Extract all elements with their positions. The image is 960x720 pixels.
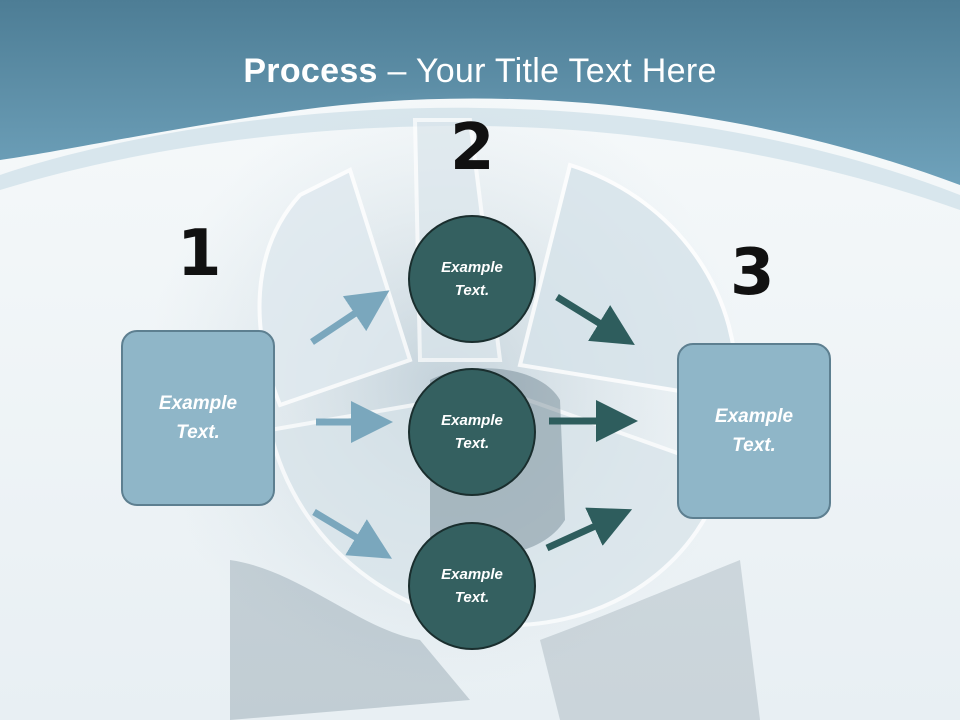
circle-bottom: Example Text. <box>408 522 536 650</box>
circle-top-line1: Example <box>441 259 503 276</box>
step-number-2: 2 <box>450 111 495 185</box>
right-box-line2: Text. <box>732 435 776 456</box>
step-number-1: 1 <box>177 217 222 291</box>
left-box-line2: Text. <box>176 422 220 443</box>
arrow-top-to-right <box>555 294 635 346</box>
circle-middle-line1: Example <box>441 412 503 429</box>
arrow-left-to-top <box>310 290 390 345</box>
right-box-line1: Example <box>714 406 794 427</box>
circle-middle: Example Text. <box>408 368 536 496</box>
step-number-3: 3 <box>730 236 775 310</box>
slide-title: Process – Your Title Text Here <box>0 52 960 91</box>
circle-bottom-line1: Example <box>441 566 503 583</box>
circle-bottom-line2: Text. <box>454 589 490 606</box>
left-box-line1: Example <box>158 393 238 414</box>
title-bold: Process <box>243 52 378 90</box>
circle-top: Example Text. <box>408 215 536 343</box>
left-text-box: Example Text. <box>121 330 275 506</box>
arrow-left-to-bottom <box>312 508 393 559</box>
right-text-box: Example Text. <box>677 343 831 519</box>
arrow-bottom-to-right <box>545 507 633 552</box>
circle-top-line2: Text. <box>454 282 490 299</box>
title-rest: – Your Title Text Here <box>377 52 717 90</box>
circle-middle-line2: Text. <box>454 435 490 452</box>
